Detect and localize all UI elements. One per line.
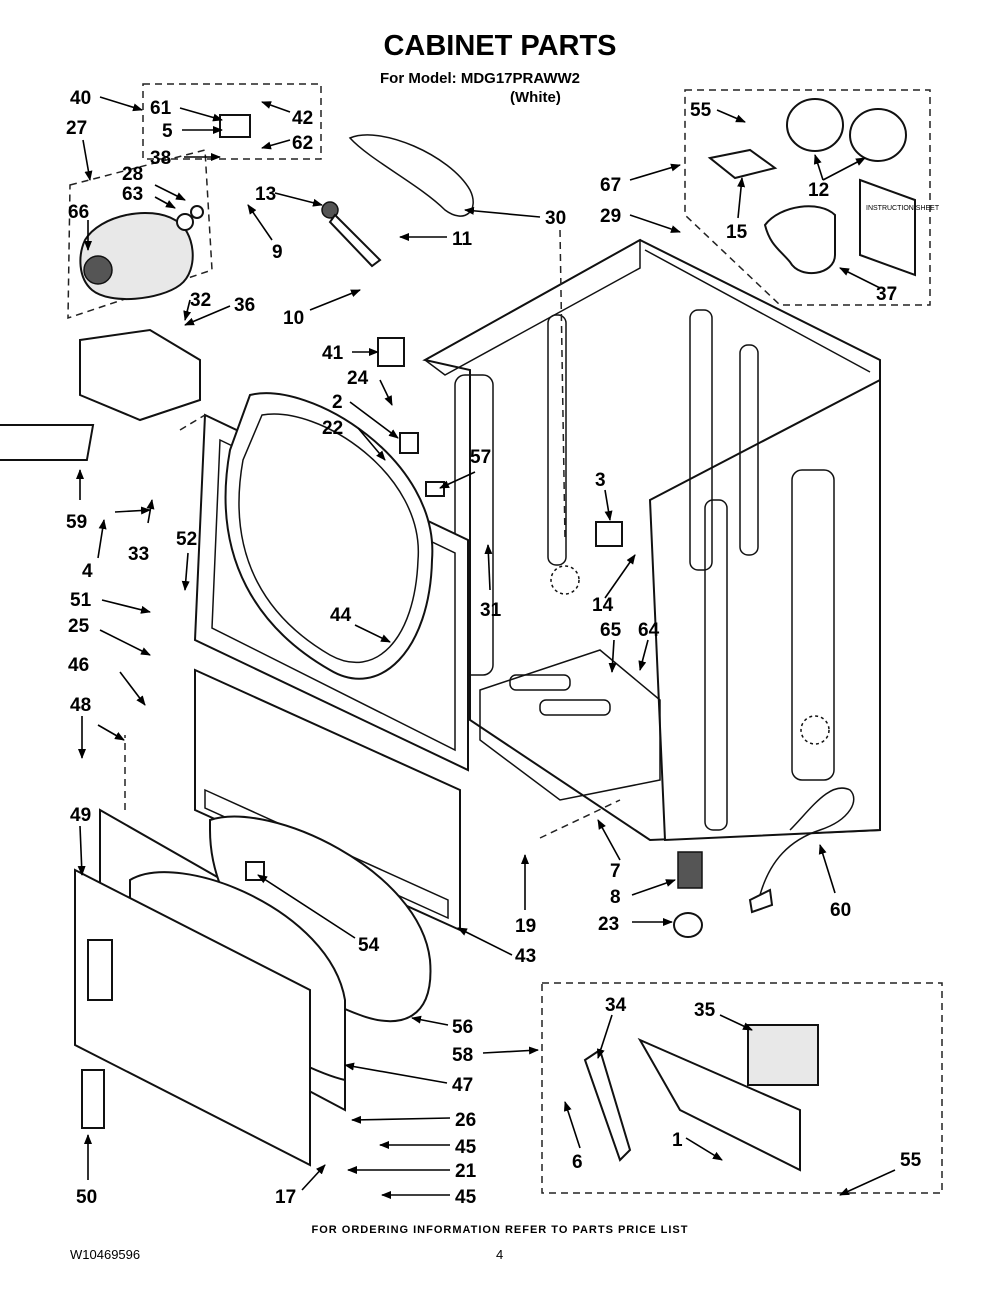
- document-number: W10469596: [70, 1247, 141, 1262]
- callout-label: 25: [68, 616, 90, 637]
- callout-label: 35: [694, 1000, 716, 1021]
- ordering-note: FOR ORDERING INFORMATION REFER TO PARTS …: [311, 1224, 689, 1236]
- leader-lines: [76, 96, 896, 1199]
- page-title: CABINET PARTS: [383, 30, 617, 62]
- group-box-door-switch: [142, 83, 322, 160]
- callout-label: 34: [605, 995, 627, 1016]
- callout-label: 40: [70, 88, 91, 109]
- callout-label: 32: [190, 290, 211, 311]
- drum-belt: [348, 134, 474, 217]
- callout-label: 66: [68, 202, 89, 223]
- callout-label: 9: [272, 242, 283, 263]
- callout-label: 59: [66, 512, 87, 533]
- leveling-leg-8: [677, 851, 703, 889]
- foot-23: [673, 912, 703, 938]
- callout-label: 44: [330, 605, 352, 626]
- model-line: For Model: MDG17PRAWW2: [380, 70, 581, 87]
- callout-label: 63: [122, 184, 143, 205]
- callout-label: 29: [600, 206, 621, 227]
- group-box-accessories: [684, 89, 931, 306]
- idler-pulley: [321, 201, 382, 268]
- callout-label: 1: [672, 1130, 683, 1151]
- power-cord-60: [748, 787, 855, 914]
- callout-label: 10: [283, 308, 304, 329]
- callout-label: 60: [830, 900, 851, 921]
- callout-label: 45: [455, 1137, 477, 1158]
- callout-label: 50: [76, 1187, 97, 1208]
- callout-label: 64: [638, 620, 660, 641]
- callout-label: 28: [122, 164, 143, 185]
- callout-label: 14: [592, 595, 614, 616]
- tab-57: [425, 481, 445, 497]
- cabinet: [422, 238, 881, 842]
- callout-label: 2: [332, 392, 343, 413]
- callout-label: 47: [452, 1075, 473, 1096]
- callout-labels: 40 61 42 5 62 38 27 28 63 66 13 9 30 11 …: [66, 88, 922, 1208]
- instruction-sheet-label: INSTRUCTION SHEET: [866, 205, 940, 212]
- igniter-34: [583, 1048, 632, 1162]
- motor-bracket: [0, 328, 201, 461]
- callout-label: 11: [452, 229, 473, 250]
- callout-label: 26: [455, 1110, 476, 1131]
- callout-label: 13: [255, 184, 276, 205]
- thermal-fuse-41: [377, 337, 405, 367]
- page-number: 4: [496, 1247, 504, 1262]
- callout-label: 38: [150, 148, 171, 169]
- callout-label: 33: [128, 544, 149, 565]
- callout-label: 8: [610, 887, 621, 908]
- lamp-socket-3: [595, 521, 623, 547]
- callout-label: 23: [598, 914, 619, 935]
- callout-label: 65: [600, 620, 622, 641]
- callout-label: 7: [610, 861, 621, 882]
- door-switch-61: [219, 114, 251, 138]
- callout-label: 3: [595, 470, 606, 491]
- callout-label: 58: [452, 1045, 473, 1066]
- door-assembly: [74, 808, 432, 1167]
- callout-label: 6: [572, 1152, 583, 1173]
- sensor-2: [399, 432, 419, 454]
- callout-label: 21: [455, 1161, 477, 1182]
- callout-label: 19: [515, 916, 536, 937]
- callout-label: 43: [515, 946, 536, 967]
- color-line: (White): [510, 89, 561, 106]
- callout-label: 56: [452, 1017, 473, 1038]
- callout-label: 27: [66, 118, 87, 139]
- callout-label: 45: [455, 1187, 477, 1208]
- callout-label: 30: [545, 208, 566, 229]
- front-panel: [193, 392, 469, 772]
- callout-label: 31: [480, 600, 502, 621]
- gas-valve-35: [747, 1024, 819, 1086]
- callout-label: 46: [68, 655, 89, 676]
- callout-label: 5: [162, 121, 173, 142]
- burner-bracket: [637, 1037, 801, 1172]
- callout-label: 15: [726, 222, 748, 243]
- callout-label: 54: [358, 935, 380, 956]
- callout-label: 55: [690, 100, 712, 121]
- callout-label: 42: [292, 108, 313, 129]
- callout-label: 57: [470, 447, 491, 468]
- callout-label: 52: [176, 529, 197, 550]
- callout-label: 22: [322, 418, 343, 439]
- callout-label: 12: [808, 180, 829, 201]
- callout-label: 41: [322, 343, 344, 364]
- callout-label: 51: [70, 590, 92, 611]
- callout-label: 67: [600, 175, 621, 196]
- group-box-gas-valve: [541, 982, 943, 1194]
- callout-label: 49: [70, 805, 91, 826]
- callout-label: 62: [292, 133, 313, 154]
- callout-label: 17: [275, 1187, 296, 1208]
- callout-label: 4: [82, 561, 93, 582]
- callout-label: 48: [70, 695, 91, 716]
- drive-motor: [79, 205, 204, 301]
- accessories: INSTRUCTION SHEET: [707, 98, 940, 277]
- callout-label: 37: [876, 284, 897, 305]
- callout-label: 36: [234, 295, 255, 316]
- callout-label: 55: [900, 1150, 922, 1171]
- callout-label: 24: [347, 368, 369, 389]
- callout-label: 61: [150, 98, 172, 119]
